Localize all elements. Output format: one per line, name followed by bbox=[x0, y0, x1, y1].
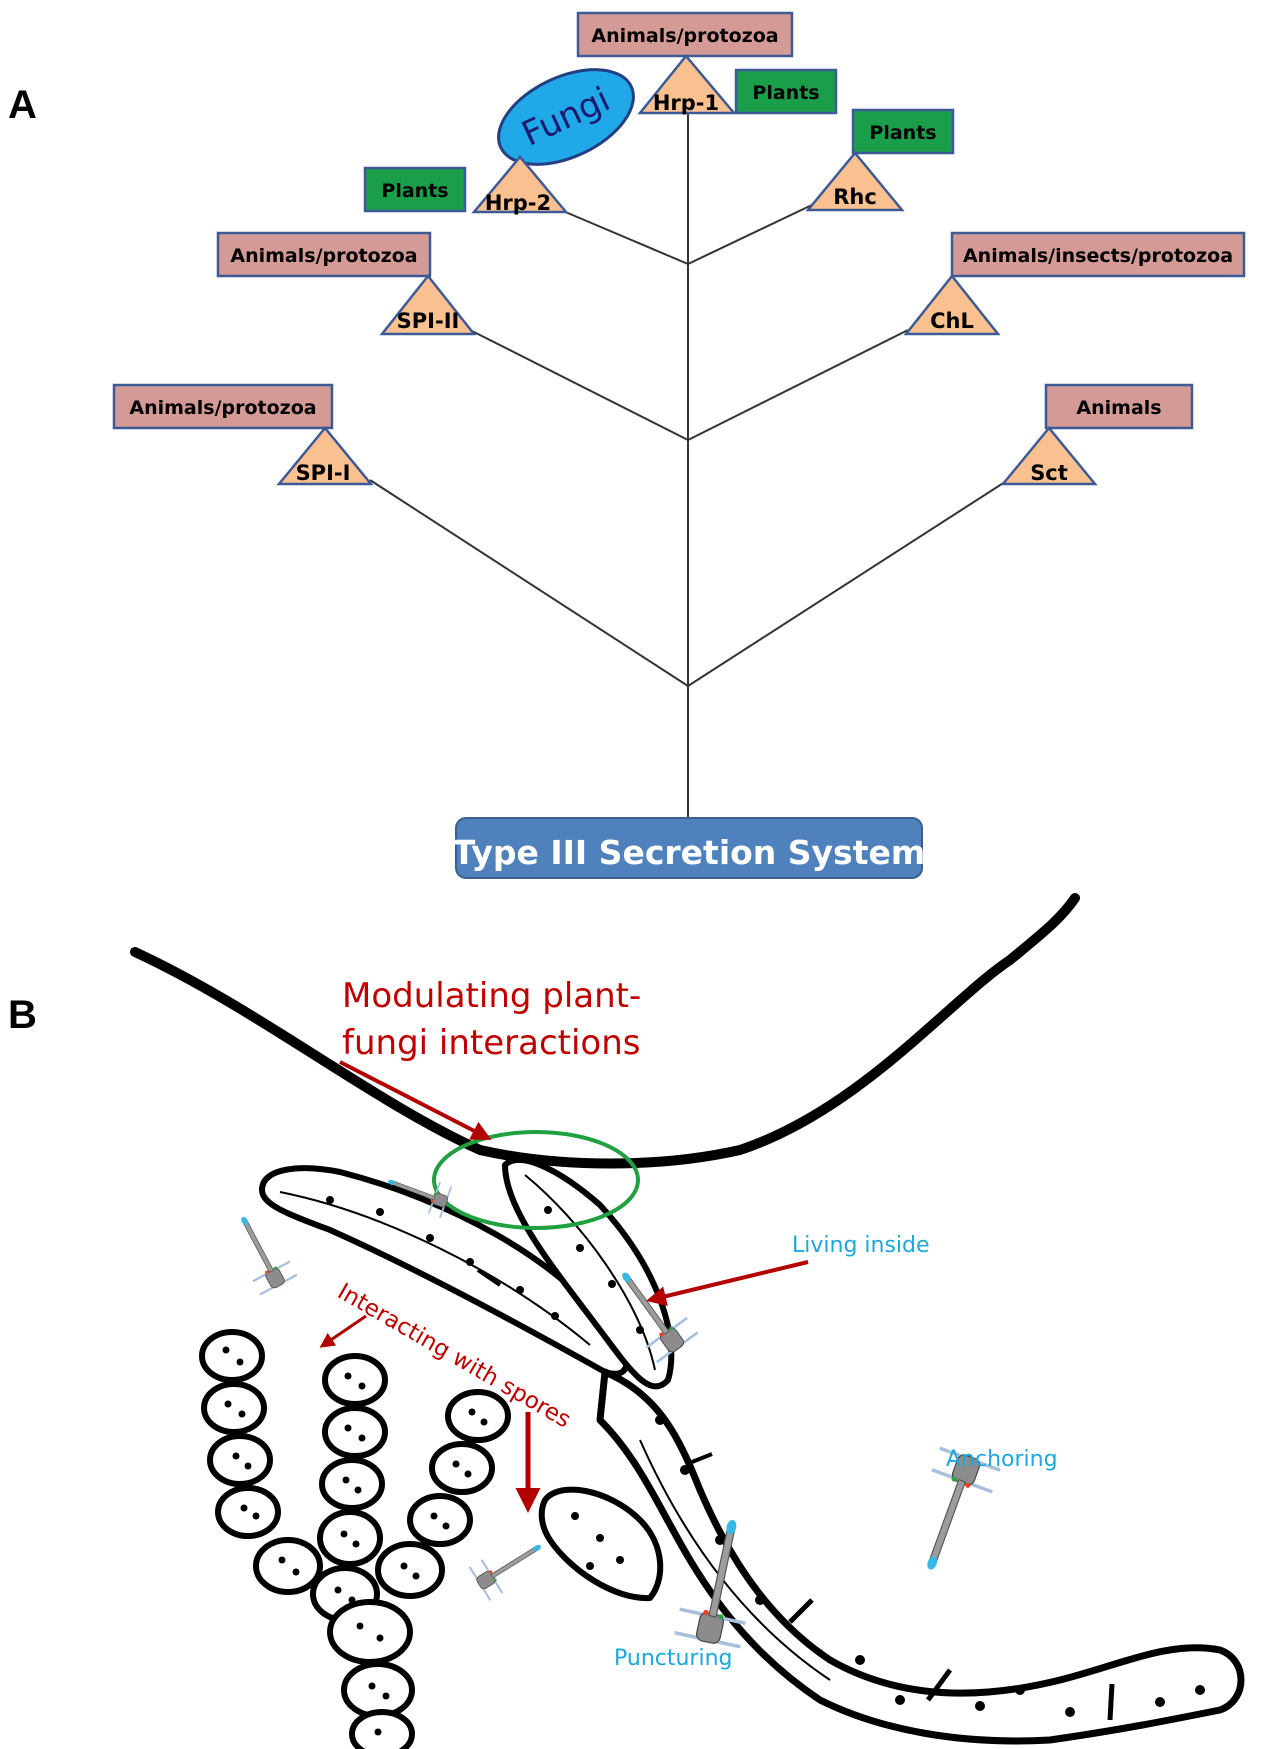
host-hrp1-top: Animals/protozoa bbox=[591, 25, 778, 47]
arrow-modulating bbox=[339, 1060, 492, 1140]
single-spore bbox=[538, 1486, 664, 1602]
node-spi2: Animals/protozoa SPI-II bbox=[216, 231, 477, 336]
interaction-ellipse bbox=[432, 1130, 640, 1230]
label-spi2: SPI-II bbox=[397, 309, 460, 333]
label-sct: Sct bbox=[1030, 461, 1068, 485]
label-hrp1: Hrp-1 bbox=[653, 91, 719, 115]
node-sct: Animals Sct bbox=[1000, 383, 1194, 486]
host-hrp2: Plants bbox=[381, 180, 448, 202]
panel-b: B bbox=[8, 893, 1245, 1749]
tree-lines bbox=[369, 108, 1009, 818]
fungal-hypha bbox=[259, 1157, 1245, 1745]
panel-a-letter: A bbox=[8, 83, 37, 127]
arrow-living-inside bbox=[646, 1260, 809, 1306]
red-arrows bbox=[319, 1060, 809, 1513]
node-spi1: Animals/protozoa SPI-I bbox=[112, 383, 374, 486]
root-node: Type III Secretion System bbox=[453, 817, 926, 879]
node-rhc: Plants Rhc bbox=[805, 108, 955, 212]
fungi-ellipse: Fungi bbox=[497, 68, 635, 166]
host-hrp1-side: Plants bbox=[752, 82, 819, 104]
plant-root-curve bbox=[130, 893, 1080, 1169]
panel-b-letter: B bbox=[8, 993, 37, 1037]
root-label: Type III Secretion System bbox=[453, 833, 926, 872]
needle-interacting bbox=[222, 1206, 299, 1297]
needle-spore bbox=[467, 1528, 553, 1603]
node-hrp1: Animals/protozoa Hrp-1 Plants bbox=[576, 11, 838, 115]
label-hrp2: Hrp-2 bbox=[485, 191, 551, 215]
label-living-inside: Living inside bbox=[792, 1233, 930, 1258]
label-puncturing: Puncturing bbox=[614, 1646, 733, 1671]
arrow-interacting bbox=[319, 1314, 367, 1348]
label-spi1: SPI-I bbox=[296, 461, 351, 485]
host-chl: Animals/insects/protozoa bbox=[963, 245, 1233, 267]
host-spi2: Animals/protozoa bbox=[230, 245, 417, 267]
label-modulating-1: Modulating plant- bbox=[342, 976, 641, 1016]
label-modulating-2: fungi interactions bbox=[342, 1023, 641, 1063]
spore-chains bbox=[199, 1329, 511, 1749]
host-rhc: Plants bbox=[869, 122, 936, 144]
panel-a: A Type III Secretion System Animals/prot… bbox=[8, 11, 1246, 879]
label-chl: ChL bbox=[930, 309, 974, 333]
host-sct: Animals bbox=[1076, 397, 1161, 419]
node-hrp2: Hrp-2 Plants bbox=[363, 155, 569, 215]
node-chl: Animals/insects/protozoa ChL bbox=[903, 231, 1246, 336]
label-rhc: Rhc bbox=[833, 185, 877, 209]
label-anchoring: Anchoring bbox=[946, 1447, 1058, 1472]
host-spi1: Animals/protozoa bbox=[129, 397, 316, 419]
